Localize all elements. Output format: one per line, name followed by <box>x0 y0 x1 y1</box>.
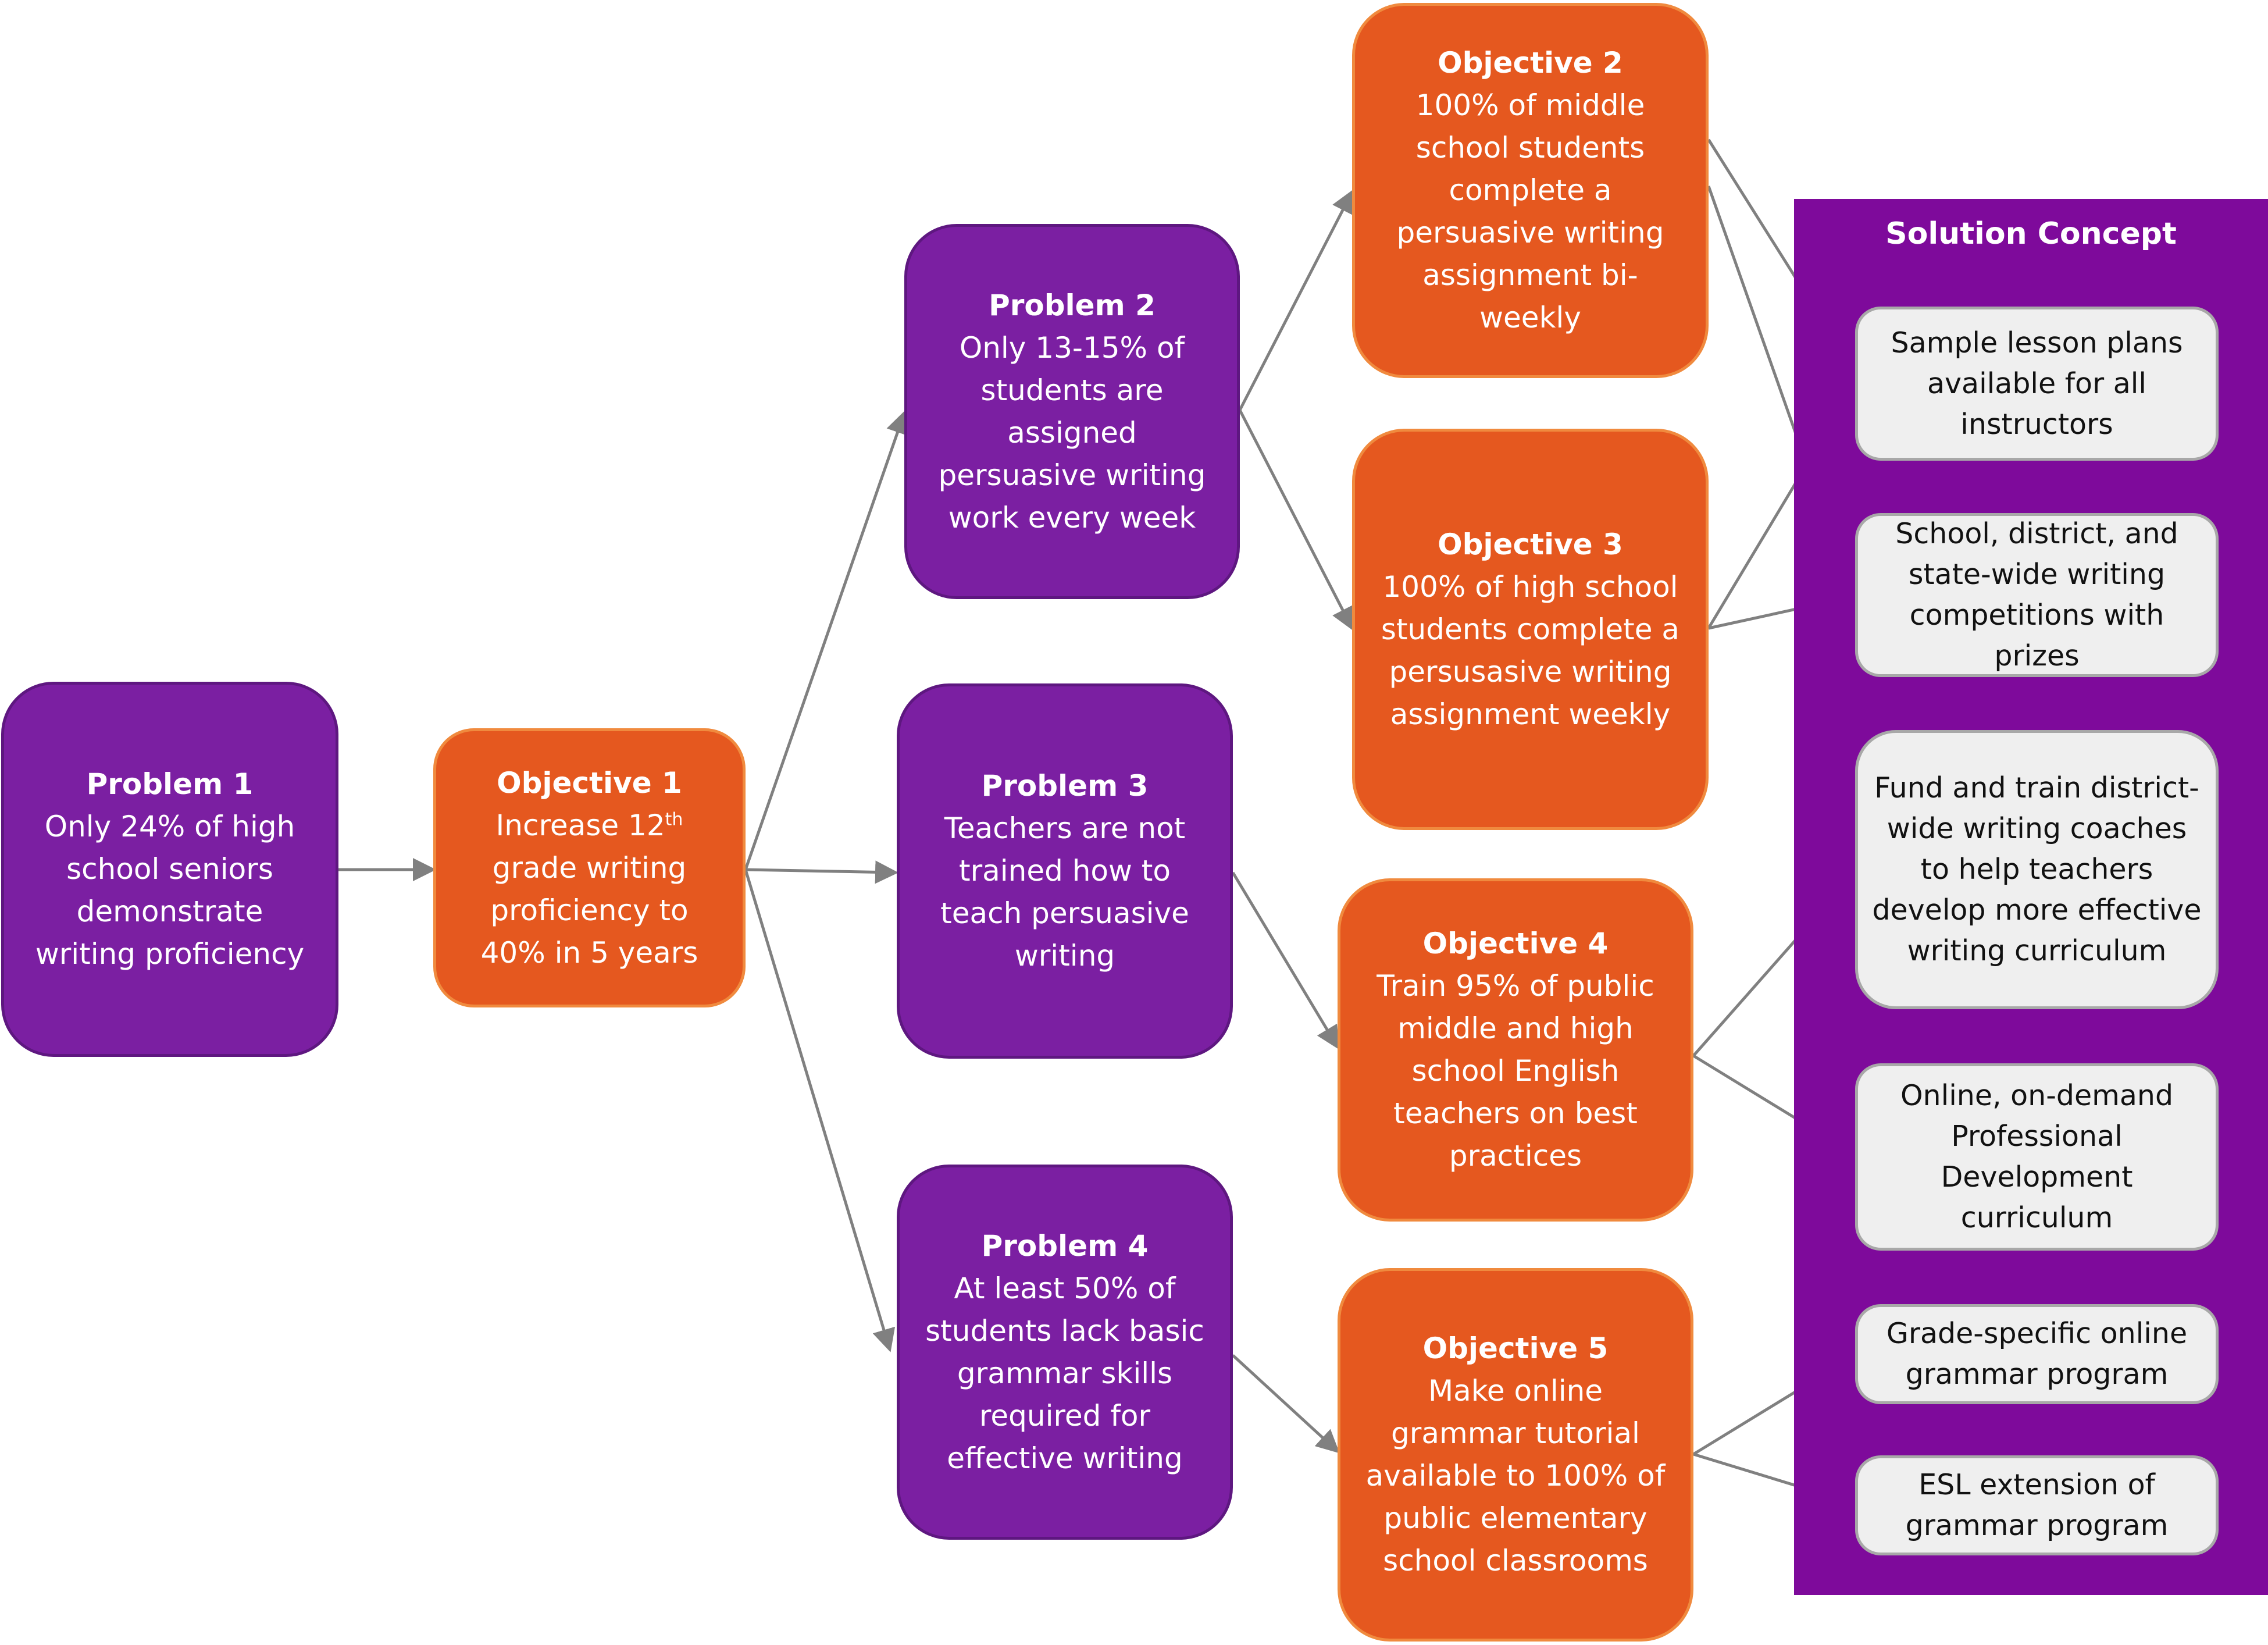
objective-4-text: Train 95% of public middle and high scho… <box>1377 969 1654 1173</box>
objective-4-title: Objective 4 <box>1422 927 1609 960</box>
solution-item-professional-development: Online, on-demand Professional Developme… <box>1855 1063 2219 1251</box>
problem-3-text: Teachers are not trained how to teach pe… <box>940 811 1189 973</box>
solution-item-competitions: School, district, and state-wide writing… <box>1855 513 2219 677</box>
objective-3-text: 100% of high school students complete a … <box>1381 569 1680 731</box>
problem-4-text: At least 50% of students lack basic gram… <box>925 1271 1204 1475</box>
objective-5-box: Objective 5 Make online grammar tutorial… <box>1338 1268 1693 1642</box>
problem-2-box: Problem 2 Only 13-15% of students are as… <box>904 224 1240 599</box>
solution-item-writing-coaches: Fund and train district-wide writing coa… <box>1855 730 2219 1009</box>
objective-3-title: Objective 3 <box>1438 527 1623 561</box>
problem-4-box: Problem 4 At least 50% of students lack … <box>897 1165 1233 1540</box>
problem-2-text: Only 13-15% of students are assigned per… <box>938 330 1206 535</box>
objective-3-box: Objective 3 100% of high school students… <box>1352 429 1709 830</box>
arrow-o1-p2 <box>744 410 909 870</box>
solution-item-grammar-program: Grade-specific online grammar program <box>1855 1304 2219 1404</box>
problem-4-title: Problem 4 <box>981 1229 1149 1263</box>
objective-2-title: Objective 2 <box>1438 46 1623 80</box>
arrow-p4-o5 <box>1232 1354 1340 1454</box>
objective-2-box: Objective 2 100% of middle school studen… <box>1352 3 1709 378</box>
objective-1-text: Increase 12th grade writing proficiency … <box>480 808 698 970</box>
objective-5-title: Objective 5 <box>1422 1331 1609 1365</box>
problem-3-title: Problem 3 <box>981 769 1149 803</box>
solution-concept-title: Solution Concept <box>1885 216 2177 251</box>
arrow-p2-o2 <box>1238 189 1354 411</box>
problem-1-text: Only 24% of high school seniors demonstr… <box>35 810 305 971</box>
objective-1-title: Objective 1 <box>497 765 682 800</box>
objective-5-text: Make online grammar tutorial available t… <box>1365 1374 1666 1578</box>
objective-2-text: 100% of middle school students complete … <box>1396 88 1664 334</box>
problem-1-box: Problem 1 Only 24% of high school senior… <box>1 682 338 1057</box>
problem-2-title: Problem 2 <box>989 288 1156 322</box>
solution-item-esl-extension: ESL extension of grammar program <box>1855 1455 2219 1555</box>
arrow-o1-p4 <box>744 869 896 1352</box>
arrow-o1-p3 <box>745 860 898 884</box>
arrow-p2-o3 <box>1238 409 1354 631</box>
problem-3-box: Problem 3 Teachers are not trained how t… <box>897 683 1233 1059</box>
objective-4-box: Objective 4 Train 95% of public middle a… <box>1338 878 1693 1222</box>
arrow-p3-o4 <box>1231 871 1339 1050</box>
solution-item-lesson-plans: Sample lesson plans available for all in… <box>1855 307 2219 461</box>
objective-1-box: Objective 1 Increase 12th grade writing … <box>433 728 746 1007</box>
problem-1-title: Problem 1 <box>86 767 254 801</box>
